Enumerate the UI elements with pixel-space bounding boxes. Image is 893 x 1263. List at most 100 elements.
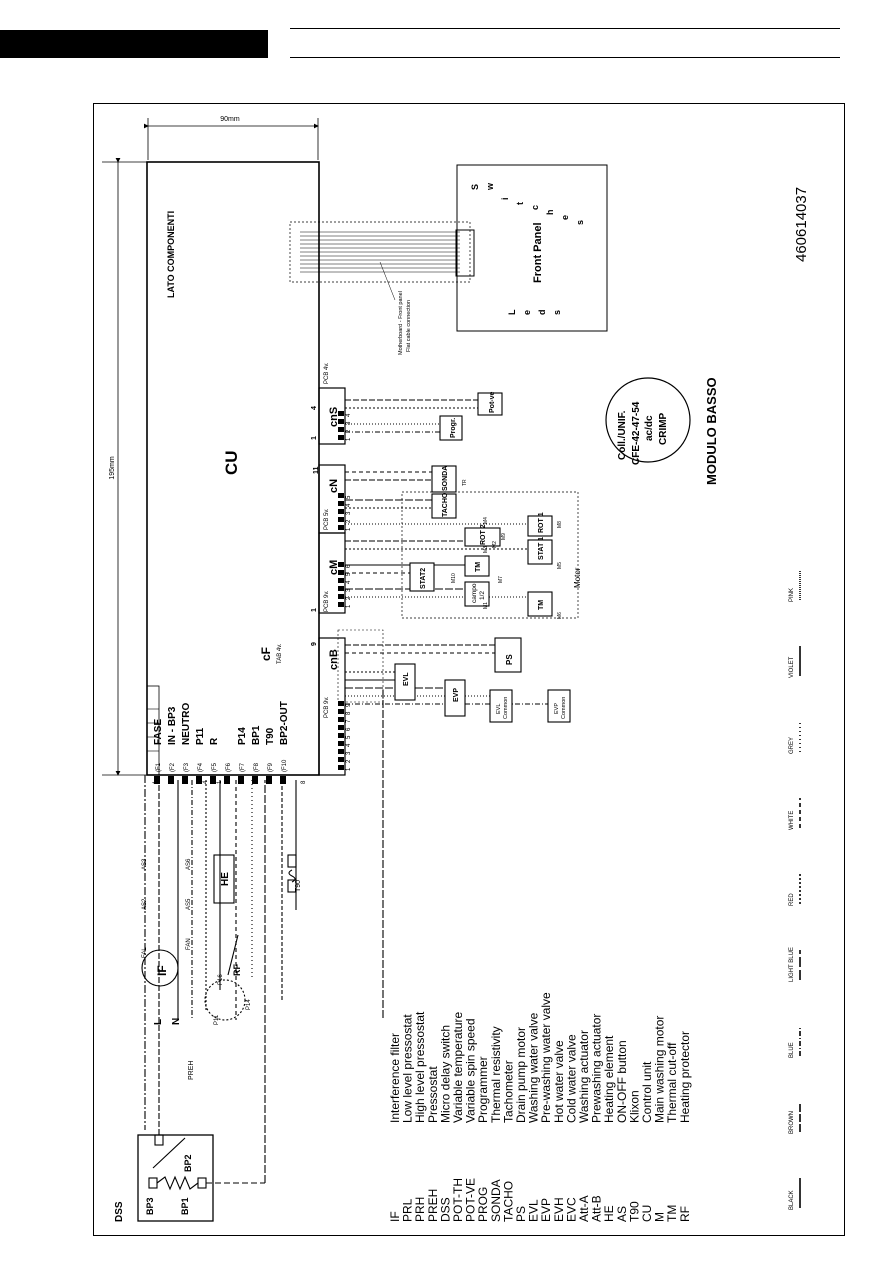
bp2-label: BP2: [183, 1154, 193, 1172]
legend-abbr: PRL: [401, 1198, 415, 1222]
wire-color-name: RED: [789, 893, 795, 906]
legend-abbr: EVP: [539, 1198, 553, 1222]
legend-abbr: HE: [602, 1205, 616, 1222]
faston-terminal: [224, 776, 230, 784]
connector-cN-end: 11: [313, 466, 320, 474]
faston-index-8: 8: [301, 780, 307, 784]
t90-label: T90: [295, 880, 302, 892]
evl-label: EVL: [403, 672, 410, 686]
motor-pin-label: M3: [483, 546, 489, 553]
cnS-pin-number: 2: [346, 429, 352, 433]
legend-desc: Low level pressostat: [401, 1014, 415, 1123]
cN-pin: [338, 525, 344, 530]
cN-pin-number: 3: [346, 511, 352, 515]
flat-cable-pointer: [379, 261, 396, 301]
faston-terminal: [252, 776, 258, 784]
campo-label-2: 1/2: [479, 591, 486, 600]
header-bottom-rule: [290, 57, 840, 58]
sonda-label: SONDA: [442, 466, 449, 491]
legend-abbr: POT-VE: [464, 1178, 478, 1222]
stat1-label: STAT 1: [538, 537, 545, 560]
cnB-pin-number: 4: [346, 743, 352, 747]
tm-mid-label: TM: [475, 562, 482, 572]
legend-abbr: POT-TH: [451, 1178, 465, 1222]
legend-desc: Main washing motor: [653, 1016, 667, 1123]
crimp-circle: [605, 377, 691, 463]
faston-pin-label: P11: [195, 727, 206, 745]
faston-pin-label: IN - BP3: [167, 706, 178, 745]
connector-cM-name: cM: [328, 560, 340, 575]
front-panel-switches-letter: t: [515, 202, 525, 205]
legend-abbr: PROG: [476, 1187, 490, 1222]
cnB-pin: [338, 701, 344, 706]
dimension-width: [144, 118, 319, 160]
flat-cable-note-2: Flat cable connection: [406, 300, 412, 352]
cnB-pin-number: 1: [346, 767, 352, 771]
faston-pin-id: (F6: [226, 762, 232, 772]
cM-pin-number: 5: [346, 572, 352, 576]
faston-terminal: [210, 776, 216, 784]
faston-pin-label: R: [209, 737, 220, 745]
tm-bottom-label: TM: [538, 600, 545, 610]
faston-terminal: [154, 776, 160, 784]
faston-pin-id: (F3: [184, 762, 190, 772]
motor-pin-label: M9: [501, 533, 507, 540]
dss-internals: [148, 1134, 207, 1191]
cnB-pin: [338, 765, 344, 770]
cnB-pin-number: 2: [346, 759, 352, 763]
connector-cN-name: cN: [328, 479, 340, 493]
cnS-start-number: 1: [311, 436, 318, 440]
legend-desc: Pressostat: [426, 1066, 440, 1123]
wire-color-name: GREY: [789, 737, 795, 754]
wire-color-name: PINK: [789, 588, 795, 602]
motor-label: Motor: [573, 567, 582, 588]
cM-pin-number: 6: [346, 564, 352, 568]
evp-common-2: Common: [561, 697, 567, 719]
cnB-pin: [338, 757, 344, 762]
legend-desc: Pre-washing water valve: [539, 992, 553, 1123]
front-panel-switches-letter: h: [545, 210, 555, 216]
wire-color-name: BROWN: [789, 1111, 795, 1134]
crimp-line-3: ac/dc: [644, 415, 655, 441]
side-label: LATO COMPONENTI: [166, 211, 176, 298]
front-panel-leds-letter: d: [537, 310, 547, 316]
legend-desc: Heating element: [602, 1035, 616, 1123]
wire-color-name: VIOLET: [789, 656, 795, 678]
crimp-line-4: CRIMP: [658, 412, 669, 445]
cnB-pin: [338, 725, 344, 730]
faston-index-start: 1: [153, 780, 159, 784]
cN-wiring: [345, 465, 530, 525]
legend-desc: Washing water valve: [527, 1012, 541, 1123]
motor-pin-label: M6: [557, 612, 563, 619]
faston-terminal: [266, 776, 272, 784]
cnB-wiring: [337, 629, 571, 1020]
evp-common-1: EVP: [554, 703, 560, 714]
cnS-end-number: 4: [311, 406, 318, 410]
legend-desc: Drain pump motor: [514, 1027, 528, 1123]
cN-pin: [338, 501, 344, 506]
as5-label: AS5: [186, 898, 192, 910]
front-panel-switches-letter: S: [470, 184, 480, 190]
cnS-pin-number: 4: [346, 413, 352, 417]
cnS-pin: [338, 419, 344, 424]
as6-label: AS6: [186, 858, 192, 870]
connector-cnS-name: cnS: [328, 407, 340, 427]
cN-pin-number: 2: [346, 519, 352, 523]
connector-cF-sub: TAB 4v.: [277, 643, 283, 664]
faston-pin-id: (F2: [170, 762, 176, 772]
cnS-pin: [338, 435, 344, 440]
p11-label: P11: [214, 1014, 220, 1025]
motor-pin-label: M1: [483, 602, 489, 609]
front-panel-switches-letter: s: [575, 220, 585, 225]
connector-cN-sub: PCB 5v.: [324, 508, 330, 530]
connector-cF-name: cF: [259, 647, 273, 661]
fan-label: FAN: [186, 938, 192, 950]
faston-pin-id: (F4: [198, 762, 204, 772]
connector-blocks: [318, 387, 346, 776]
legend-desc: Variable temperature: [451, 1012, 465, 1123]
legend-abbr: EVH: [552, 1197, 566, 1222]
legend-desc: Thermal resistivity: [489, 1026, 503, 1123]
legend-abbr: PS: [514, 1206, 528, 1222]
legend-abbr: EVL: [527, 1199, 541, 1222]
legend-abbr: IF: [388, 1211, 402, 1222]
